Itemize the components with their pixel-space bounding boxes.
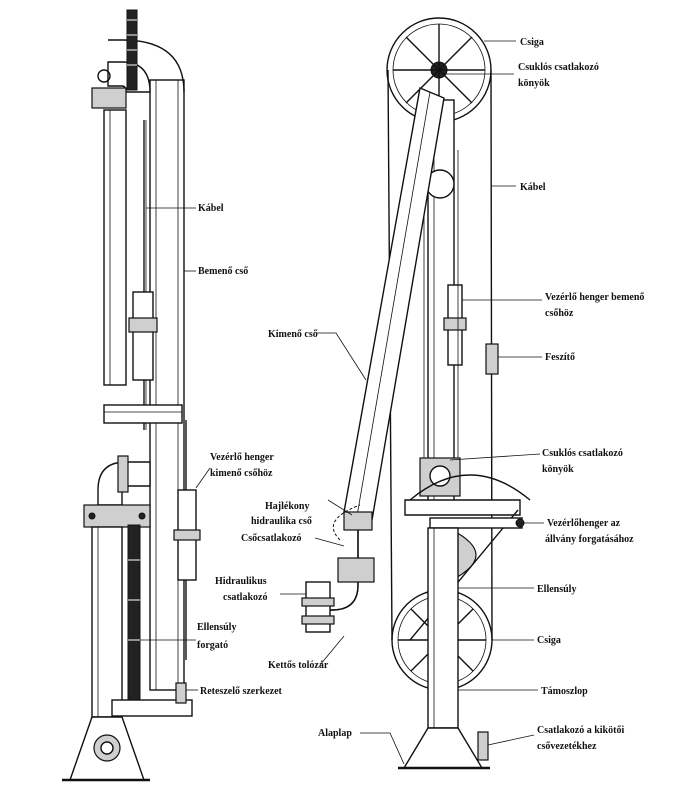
label-feszito: Feszítő xyxy=(545,352,575,363)
label-vezerlo-bemeno-1: Vezérlő henger bemenő xyxy=(545,292,644,303)
double-gate-valve xyxy=(337,557,375,583)
label-csocsatlakozo: Csőcsatlakozó xyxy=(241,533,302,544)
label-bemeno-cso: Bemenő cső xyxy=(198,266,248,277)
top-valve xyxy=(91,87,127,109)
label-kabel-left: Kábel xyxy=(198,203,224,214)
label-tamoszlop: Támoszlop xyxy=(541,686,588,697)
flexible-hose xyxy=(332,504,361,541)
locking-device xyxy=(111,699,193,717)
label-kimeno-cso: Kimenő cső xyxy=(268,329,318,340)
pipeline-flange xyxy=(477,731,489,761)
label-csiga-bottom: Csiga xyxy=(537,635,561,646)
label-ellensuly-right: Ellensúly xyxy=(537,584,576,595)
label-csuklos-mid-2: könyök xyxy=(542,464,574,475)
base-plate-right xyxy=(402,727,484,769)
label-hidraulikus-2: csatlakozó xyxy=(223,592,267,603)
labels: Csiga Csuklós csatlakozó könyök Kábel Ve… xyxy=(197,37,644,752)
label-vezerlo-allvany-2: állvány forgatásához xyxy=(545,534,634,545)
support-column-right xyxy=(427,527,459,729)
label-vezerlo-bemeno-2: csőhöz xyxy=(545,308,574,319)
label-kabel-right: Kábel xyxy=(520,182,546,193)
label-hajlekony-1: Hajlékony xyxy=(265,501,309,512)
label-csuklos-top-1: Csuklós csatlakozó xyxy=(518,62,599,73)
label-reteszelo: Reteszelő szerkezet xyxy=(200,686,283,697)
left-machine xyxy=(62,9,201,782)
label-csatlakozo-2: csővezetékhez xyxy=(537,741,597,752)
label-csatlakozo-1: Csatlakozó a kikötői xyxy=(537,725,624,736)
label-vezerlo-kimeno-1: Vezérlő henger xyxy=(210,452,274,463)
counterweight-rack xyxy=(127,524,141,701)
label-hidraulikus-1: Hidraulikus xyxy=(215,576,267,587)
label-hajlekony-2: hidraulika cső xyxy=(251,516,312,527)
leader-lines xyxy=(140,40,544,765)
support-column-left xyxy=(91,526,123,718)
tensioner xyxy=(485,343,499,375)
right-machine xyxy=(301,17,531,770)
outlet-pipe-hanging xyxy=(103,109,127,386)
label-ellensuly-forgato-1: Ellensúly xyxy=(197,622,236,633)
label-vezerlo-kimeno-2: kimenő csőhöz xyxy=(210,468,273,479)
label-csiga-top: Csiga xyxy=(520,37,544,48)
label-alaplap: Alaplap xyxy=(318,728,352,739)
label-csuklos-top-2: könyök xyxy=(518,78,550,89)
rotation-cylinder xyxy=(429,517,523,529)
label-kettos-tolozar: Kettős tolózár xyxy=(268,660,329,671)
control-cylinder-upper xyxy=(132,291,154,381)
top-chain xyxy=(126,9,138,91)
label-ellensuly-forgato-2: forgató xyxy=(197,640,228,651)
pipe-coupler xyxy=(343,511,373,531)
inlet-column xyxy=(149,79,185,691)
label-vezerlo-allvany-1: Vezérlőhenger az xyxy=(547,518,621,529)
label-csuklos-mid-1: Csuklós csatlakozó xyxy=(542,448,623,459)
